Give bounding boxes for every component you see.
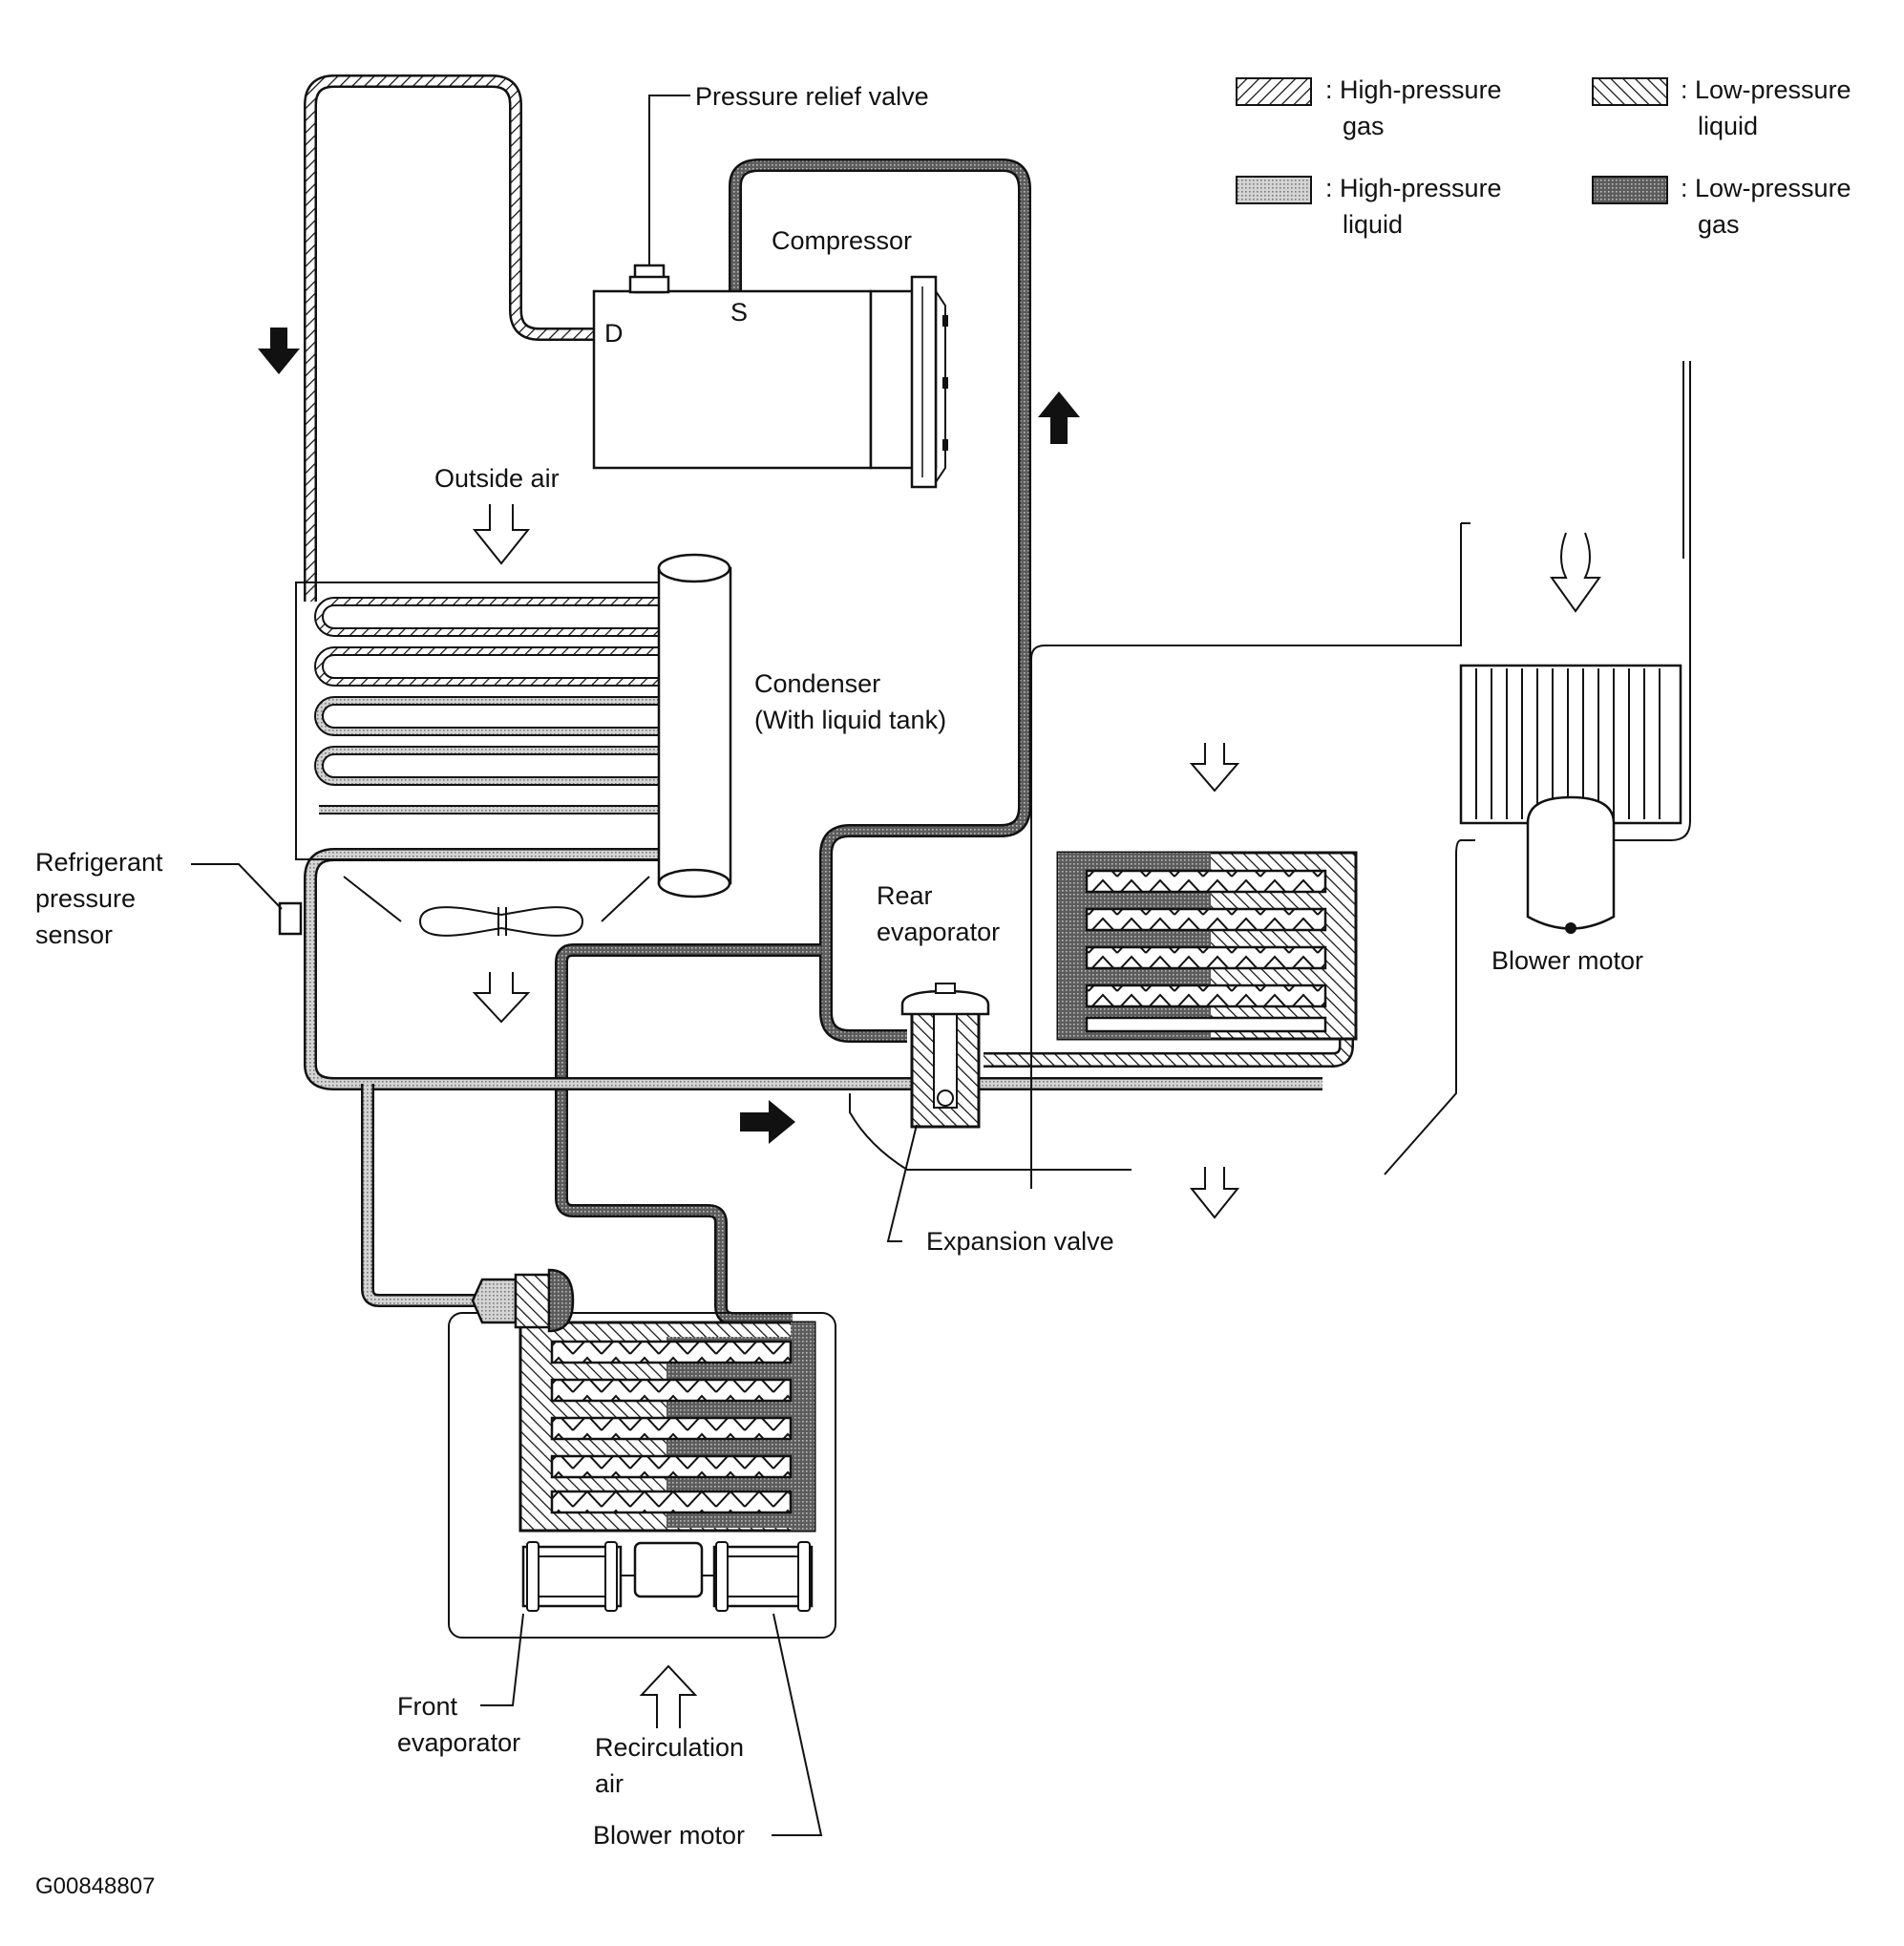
hp-gas-line (304, 74, 597, 602)
flow-arrow-right (740, 1100, 795, 1144)
label-blower-motor-rear: Blower motor (1491, 946, 1644, 975)
label-rear-evaporator: Rear evaporator (877, 881, 1001, 946)
flow-arrow-down (258, 328, 300, 374)
refrigerant-pressure-sensor (191, 863, 303, 936)
air-arrows (472, 504, 1601, 1728)
rear-blower (1459, 664, 1682, 934)
legend-swatch-hp-gas (1236, 77, 1312, 106)
rear-blower-motor (1526, 795, 1616, 930)
rear-evaporator (1056, 851, 1358, 1041)
air-arrow-recirculation (639, 1664, 698, 1728)
condenser-tubes (314, 597, 692, 814)
air-arrow-outside (472, 504, 531, 565)
compressor (592, 275, 948, 489)
front-blower (521, 1541, 814, 1612)
label-blower-motor-front: Blower motor (593, 1821, 746, 1850)
air-arrow-condenser-out (472, 972, 531, 1024)
front-unit-housing (448, 1312, 836, 1639)
flow-arrow-up (1038, 391, 1080, 444)
legend-swatches (1236, 77, 1668, 204)
leader-lines-front (480, 1613, 823, 1836)
front-evaporator (518, 1321, 816, 1533)
lp-liquid-line (984, 1031, 1354, 1068)
label-recirculation-air: Recirculation air (595, 1733, 745, 1798)
label-discharge-port: D (604, 319, 624, 348)
air-arrow-rear-out (1189, 1167, 1240, 1219)
legend-swatch-hp-liquid (1236, 176, 1312, 204)
air-arrow-blower-in (1550, 532, 1601, 613)
legend-swatch-lp-gas (1592, 176, 1668, 204)
condenser (295, 553, 732, 899)
label-pressure-relief-valve: Pressure relief valve (695, 82, 929, 111)
figure-id: G00848807 (35, 1873, 156, 1899)
label-compressor: Compressor (772, 226, 913, 255)
rear-duct (849, 361, 1691, 1189)
label-refrigerant-pressure-sensor: Refrigerant pressure sensor (35, 848, 163, 949)
label-expansion-valve: Expansion valve (926, 1227, 1114, 1256)
front-expansion-valve (471, 1268, 575, 1333)
expansion-valve (886, 983, 990, 1242)
label-front-evaporator: Front evaporator (397, 1692, 521, 1757)
legend-label-hp-gas: : High-pressure gas (1325, 75, 1502, 140)
legend-swatch-lp-liquid (1592, 77, 1668, 106)
legend-label-lp-gas: : Low-pressure gas (1681, 174, 1851, 239)
legend-label-lp-liquid: : Low-pressure liquid (1681, 75, 1851, 140)
legend-label-hp-liquid: : High-pressure liquid (1325, 174, 1502, 239)
label-outside-air: Outside air (434, 464, 560, 493)
pressure-relief-valve (628, 95, 690, 294)
flow-arrows (258, 328, 1080, 1144)
air-arrow-rear-in (1189, 743, 1240, 793)
label-suction-port: S (730, 298, 749, 327)
label-condenser: Condenser (With liquid tank) (754, 669, 947, 734)
liquid-tank (657, 553, 732, 899)
condenser-fan (343, 876, 650, 937)
